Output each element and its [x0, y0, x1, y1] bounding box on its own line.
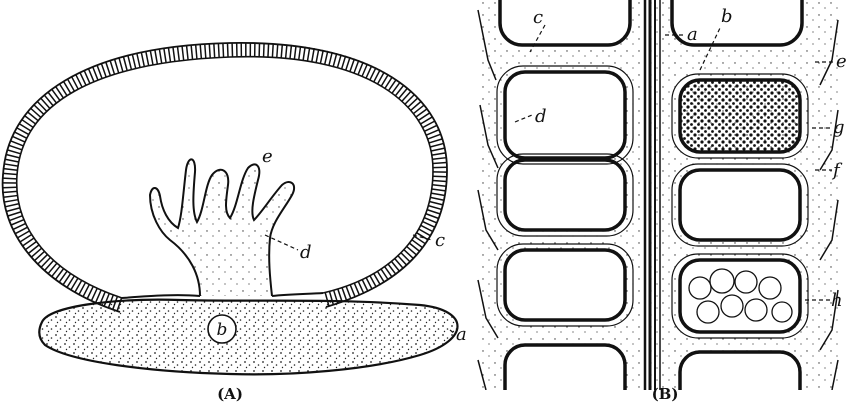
label-d-b: d: [535, 106, 547, 127]
label-e-a: e: [262, 146, 273, 167]
label-b-a: b: [217, 320, 228, 340]
label-c-b: c: [533, 7, 543, 28]
caption-b: (B): [652, 385, 679, 403]
figure-a: b e d c a (A): [3, 43, 467, 403]
label-d-a: d: [300, 242, 312, 263]
constriction-left: [122, 295, 200, 298]
cell-left-4: [505, 345, 625, 409]
stalk-d: [150, 159, 294, 296]
label-g-b: g: [833, 117, 845, 138]
cell-left-0: [500, 0, 630, 45]
cell-right-4: [680, 352, 800, 409]
label-a-b: a: [687, 24, 698, 45]
label-f-b: f: [831, 160, 843, 181]
cell-right-2: [680, 170, 800, 240]
cell-right-g: [680, 80, 800, 152]
label-h-b: h: [831, 290, 843, 311]
constriction-right: [272, 293, 323, 296]
cell-left-2: [505, 160, 625, 230]
label-e-b: e: [836, 51, 847, 72]
label-a-a: a: [456, 324, 467, 345]
label-c-a: c: [435, 230, 445, 251]
caption-a: (A): [217, 385, 243, 403]
label-b-b: b: [721, 6, 733, 27]
cell-left-1: [505, 72, 625, 158]
figure-b: c a b e d g f h: [478, 0, 847, 409]
cell-left-3: [505, 250, 625, 320]
basal-body-a: [39, 300, 457, 375]
